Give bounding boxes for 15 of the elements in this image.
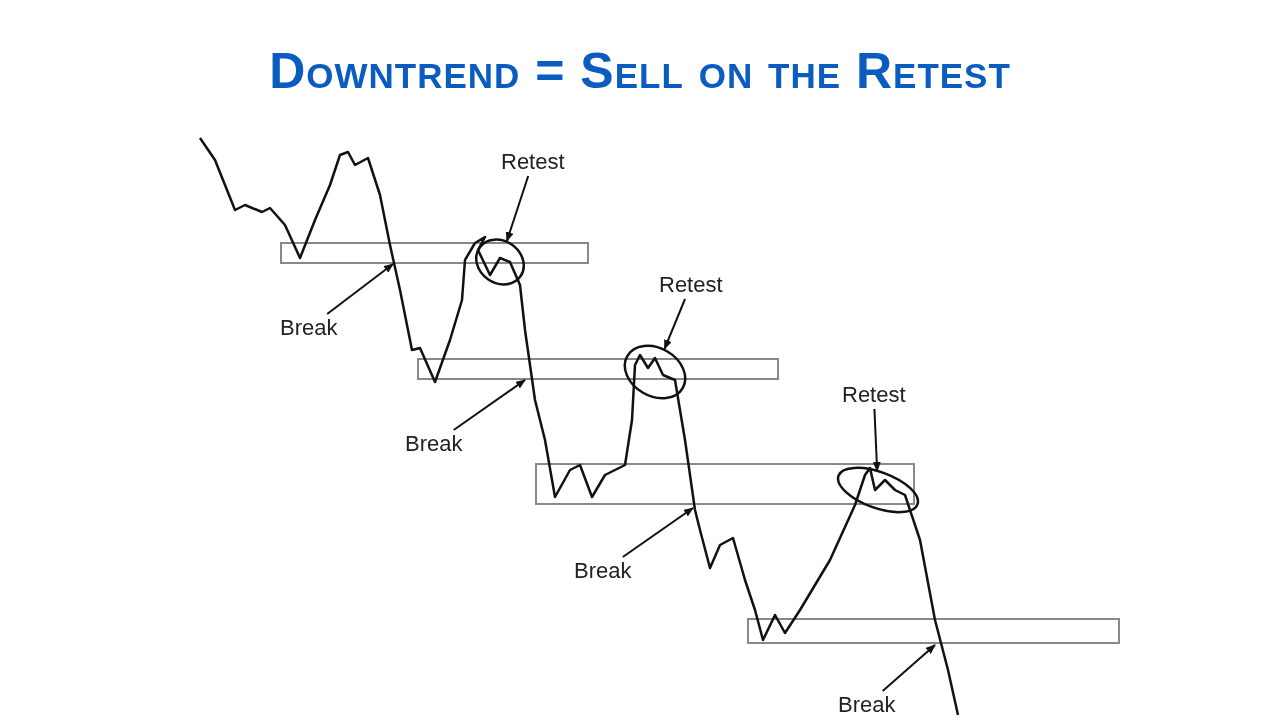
leader-arrow: [663, 298, 687, 350]
retest-label: Retest: [501, 151, 565, 173]
break-label: Break: [838, 694, 896, 716]
leader-arrow: [621, 507, 694, 558]
leader-arrow: [326, 263, 394, 315]
break-label: Break: [280, 317, 338, 339]
leader-arrow: [505, 175, 530, 243]
title: Downtrend = Sell on the Retest: [268, 42, 1012, 100]
leader-arrow: [452, 379, 526, 431]
leader-arrow: [881, 644, 936, 692]
retest-label: Retest: [659, 274, 723, 296]
leader-arrow: [872, 408, 881, 472]
retest-label: Retest: [842, 384, 906, 406]
break-label: Break: [574, 560, 632, 582]
break-label: Break: [405, 433, 463, 455]
